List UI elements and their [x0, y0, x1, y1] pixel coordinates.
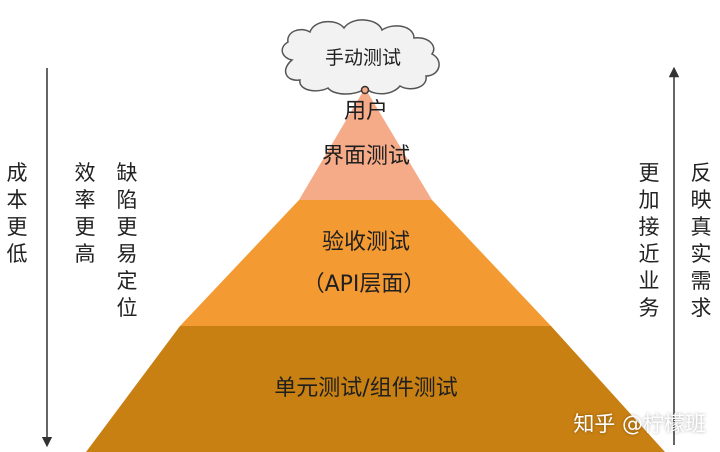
- pyramid-bottom-layer: [86, 326, 665, 452]
- cloud-label: 手动测试: [325, 47, 401, 69]
- zhihu-watermark: 知乎 @柠檬班: [573, 412, 706, 436]
- pyramid-top-layer: [299, 88, 432, 200]
- bottom-layer-label: 单元测试/组件测试: [274, 376, 457, 401]
- cloud-shape: [281, 19, 440, 95]
- cost-lower-note: 成本更低: [6, 161, 28, 266]
- cloud-anchor-dot: [360, 85, 370, 95]
- efficiency-higher-note: 效率更高: [74, 161, 96, 266]
- defect-easier-locate-note: 缺陷更易定位: [116, 161, 138, 320]
- pyramid-middle-layer: [180, 200, 551, 326]
- middle-layer-label-line2: （API层面）: [303, 272, 426, 297]
- top-layer-label-line1: 用户: [344, 99, 388, 124]
- top-layer-label-line2: 界面测试: [322, 144, 410, 169]
- closer-to-business-note: 更加接近业务: [638, 161, 660, 320]
- middle-layer-label-line1: 验收测试: [322, 230, 410, 255]
- reflect-real-needs-note: 反映真实需求: [690, 161, 712, 320]
